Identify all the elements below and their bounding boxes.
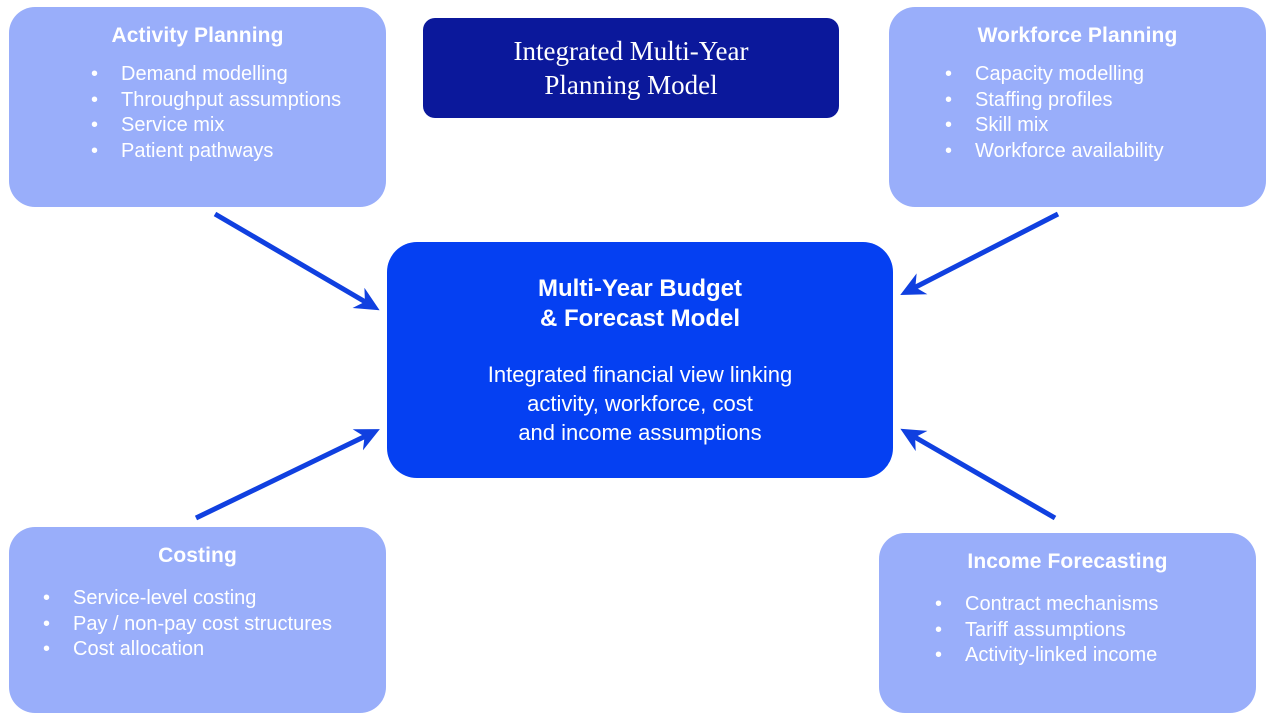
bullet-label: Cost allocation: [73, 638, 205, 661]
bullet-dot-icon: •: [43, 612, 51, 635]
bullet-dot-icon: •: [945, 63, 953, 86]
bullet-list-income-forecasting: •Contract mechanisms•Tariff assumptions•…: [935, 592, 1242, 669]
bullet-label: Pay / non-pay cost structures: [73, 612, 333, 635]
bullet-dot-icon: •: [43, 638, 51, 661]
card-costing[interactable]: Costing • Service-level costing • Pay / non…: [9, 527, 386, 713]
bullet-item: • Skill mix: [945, 113, 1252, 139]
bullet-dot-icon: •: [935, 644, 943, 667]
model-title-banner: Integrated Multi-Year Planning Model: [423, 18, 839, 118]
bullet-label: Service mix: [121, 114, 225, 137]
bullet-label: Service-level costing: [73, 587, 257, 610]
bullet-item: • Activity-linked income: [935, 643, 1242, 669]
card-title-income-forecasting: Income Forecasting: [967, 550, 1168, 573]
arrow-income-forecasting-to-hub: [900, 428, 1057, 521]
bullet-item: • Patient pathways: [91, 139, 372, 165]
bullet-label: Patient pathways: [121, 139, 274, 162]
bullet-item: • Cost allocation: [43, 637, 372, 663]
bullet-list-activity-planning: • Demand modelling • Throughput assumptions…: [91, 62, 372, 164]
bullet-dot-icon: •: [91, 139, 99, 162]
bullet-dot-icon: •: [945, 114, 953, 137]
bullet-label: Throughput assumptions: [121, 88, 342, 111]
bullet-label: Capacity modelling: [975, 63, 1144, 86]
arrow-workforce-planning-to-hub: [900, 211, 1060, 295]
arrow-activity-planning-to-hub: [213, 211, 380, 311]
bullet-dot-icon: •: [91, 63, 99, 86]
bullet-label: Tariff assumptions: [965, 618, 1126, 641]
bullet-dot-icon: •: [43, 587, 51, 610]
bullet-label: Activity-linked income: [965, 644, 1158, 667]
card-multi-year-budget-forecast-model[interactable]: Multi-Year Budget & Forecast Model Integ…: [387, 242, 893, 478]
card-activity-planning[interactable]: Activity Planning • Demand modelling • Thro…: [9, 7, 386, 207]
card-title-workforce-planning: Workforce Planning: [977, 24, 1178, 47]
card-title-costing: Costing: [158, 544, 237, 567]
bullet-item: • Demand modelling: [91, 62, 372, 88]
bullet-label: Workforce availability: [975, 139, 1164, 162]
bullet-dot-icon: •: [91, 114, 99, 137]
bullet-item: • Contract mechanisms: [935, 592, 1242, 618]
bullet-label: Staffing profiles: [975, 88, 1113, 111]
bullet-dot-icon: •: [91, 88, 99, 111]
arrow-costing-to-hub: [194, 429, 380, 521]
bullet-item: • Pay / non-pay cost structures: [43, 612, 372, 638]
bullet-item: • Service-level costing: [43, 586, 372, 612]
card-income-forecasting[interactable]: Income Forecasting •Contract mechanisms•…: [879, 533, 1256, 713]
model-title-text: Integrated Multi-Year Planning Model: [513, 36, 749, 100]
bullet-label: Skill mix: [975, 114, 1049, 137]
bullet-dot-icon: •: [945, 88, 953, 111]
hub-description: Integrated financial view linking activi…: [487, 361, 793, 445]
bullet-dot-icon: •: [935, 593, 943, 616]
bullet-item: • Capacity modelling: [945, 62, 1252, 88]
bullet-item: • Service mix: [91, 113, 372, 139]
bullet-item: • Throughput assumptions: [91, 88, 372, 114]
bullet-label: Demand modelling: [121, 63, 288, 86]
hub-title: Multi-Year Budget & Forecast Model: [537, 274, 742, 332]
card-title-activity-planning: Activity Planning: [111, 24, 284, 47]
bullet-label: Contract mechanisms: [965, 593, 1159, 616]
bullet-list-costing: • Service-level costing • Pay / non-pay cos…: [43, 586, 372, 663]
bullet-dot-icon: •: [945, 139, 953, 162]
bullet-item: • Tariff assumptions: [935, 618, 1242, 644]
bullet-dot-icon: •: [935, 618, 943, 641]
card-workforce-planning[interactable]: Workforce Planning • Capacity modelling • S…: [889, 7, 1266, 207]
bullet-item: • Workforce availability: [945, 139, 1252, 165]
bullet-list-workforce-planning: • Capacity modelling • Staffing profiles • Sk…: [945, 62, 1252, 164]
bullet-item: • Staffing profiles: [945, 88, 1252, 114]
